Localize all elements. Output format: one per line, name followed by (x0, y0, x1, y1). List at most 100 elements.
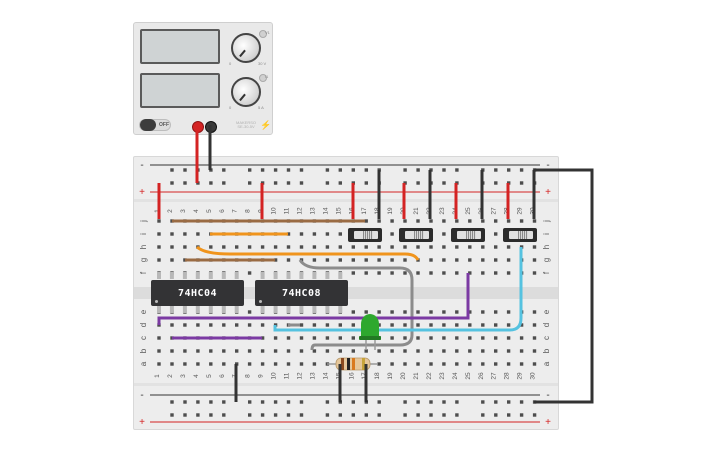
breadboard-hole[interactable] (455, 323, 459, 327)
breadboard-hole[interactable] (170, 181, 174, 185)
ground-loop-wire[interactable] (534, 168, 594, 404)
breadboard-hole[interactable] (416, 271, 420, 275)
breadboard-hole[interactable] (532, 271, 537, 275)
breadboard-hole[interactable] (532, 310, 537, 314)
breadboard-hole[interactable] (507, 413, 511, 417)
breadboard-hole[interactable] (312, 245, 317, 249)
breadboard-hole[interactable] (183, 323, 187, 327)
breadboard-hole[interactable] (494, 362, 498, 366)
breadboard-hole[interactable] (196, 232, 200, 236)
breadboard-hole[interactable] (442, 323, 446, 327)
breadboard-hole[interactable] (532, 349, 537, 353)
breadboard-hole[interactable] (442, 181, 446, 185)
breadboard-hole[interactable] (247, 323, 252, 327)
breadboard-hole[interactable] (494, 400, 498, 404)
breadboard-hole[interactable] (273, 245, 278, 249)
breadboard-hole[interactable] (519, 336, 524, 340)
breadboard-hole[interactable] (506, 349, 511, 353)
breadboard-hole[interactable] (416, 219, 420, 223)
breadboard-hole[interactable] (429, 323, 433, 327)
chip-74hc08[interactable]: 74HC08 (255, 280, 348, 306)
breadboard-hole[interactable] (442, 245, 446, 249)
breadboard-hole[interactable] (338, 413, 342, 417)
breadboard-hole[interactable] (442, 400, 446, 404)
breadboard-hole[interactable] (442, 258, 446, 262)
breadboard-hole[interactable] (312, 336, 317, 340)
breadboard-hole[interactable] (286, 258, 291, 262)
breadboard-hole[interactable] (494, 271, 498, 275)
breadboard-hole[interactable] (299, 323, 304, 327)
breadboard-hole[interactable] (416, 413, 420, 417)
chip-74hc04[interactable]: 74HC04 (151, 280, 244, 306)
breadboard-hole[interactable] (494, 232, 498, 236)
breadboard-hole[interactable] (364, 245, 368, 249)
breadboard-hole[interactable] (390, 271, 394, 275)
breadboard-hole[interactable] (183, 245, 187, 249)
breadboard-hole[interactable] (468, 271, 472, 275)
breadboard-hole[interactable] (157, 219, 161, 223)
breadboard-hole[interactable] (429, 245, 433, 249)
cyan-wire[interactable] (273, 247, 523, 332)
breadboard-hole[interactable] (481, 362, 485, 366)
breadboard-hole[interactable] (312, 232, 317, 236)
breadboard-hole[interactable] (170, 258, 174, 262)
breadboard-hole[interactable] (170, 349, 174, 353)
breadboard-hole[interactable] (494, 245, 498, 249)
breadboard-hole[interactable] (183, 181, 187, 185)
breadboard-hole[interactable] (506, 258, 511, 262)
breadboard-hole[interactable] (170, 245, 174, 249)
breadboard-hole[interactable] (273, 413, 278, 417)
breadboard-hole[interactable] (299, 168, 304, 172)
breadboard-hole[interactable] (519, 168, 524, 172)
power-switch[interactable]: OFF (139, 119, 171, 131)
breadboard-hole[interactable] (416, 349, 420, 353)
breadboard-hole[interactable] (442, 168, 446, 172)
breadboard-hole[interactable] (222, 413, 226, 417)
breadboard-hole[interactable] (183, 349, 187, 353)
breadboard-hole[interactable] (222, 362, 226, 366)
breadboard-hole[interactable] (403, 413, 407, 417)
breadboard-hole[interactable] (170, 168, 174, 172)
breadboard-hole[interactable] (532, 258, 537, 262)
breadboard-hole[interactable] (429, 219, 433, 223)
breadboard-hole[interactable] (183, 168, 187, 172)
breadboard-hole[interactable] (157, 245, 161, 249)
breadboard-hole[interactable] (403, 258, 407, 262)
breadboard-hole[interactable] (481, 349, 485, 353)
orange-wire[interactable] (196, 245, 420, 261)
breadboard-hole[interactable] (455, 245, 459, 249)
breadboard-hole[interactable] (222, 349, 226, 353)
breadboard-hole[interactable] (481, 271, 485, 275)
breadboard-hole[interactable] (532, 245, 537, 249)
breadboard-hole[interactable] (325, 245, 330, 249)
breadboard-hole[interactable] (519, 400, 524, 404)
breadboard-hole[interactable] (338, 232, 342, 236)
breadboard-hole[interactable] (222, 181, 226, 185)
breadboard-hole[interactable] (468, 258, 472, 262)
breadboard-hole[interactable] (351, 349, 355, 353)
breadboard-hole[interactable] (494, 413, 498, 417)
breadboard-hole[interactable] (532, 323, 537, 327)
breadboard-hole[interactable] (209, 413, 213, 417)
breadboard-hole[interactable] (209, 362, 213, 366)
breadboard-hole[interactable] (338, 336, 342, 340)
breadboard-hole[interactable] (494, 336, 498, 340)
breadboard-hole[interactable] (481, 258, 485, 262)
breadboard-hole[interactable] (403, 400, 407, 404)
breadboard-hole[interactable] (248, 413, 252, 417)
breadboard-hole[interactable] (506, 271, 511, 275)
breadboard-hole[interactable] (442, 310, 446, 314)
breadboard-hole[interactable] (481, 323, 485, 327)
breadboard-hole[interactable] (247, 245, 252, 249)
breadboard-hole[interactable] (506, 323, 511, 327)
breadboard-hole[interactable] (157, 349, 161, 353)
breadboard-hole[interactable] (247, 349, 252, 353)
breadboard-hole[interactable] (235, 245, 239, 249)
breadboard-hole[interactable] (403, 336, 407, 340)
breadboard-hole[interactable] (377, 400, 381, 404)
breadboard-hole[interactable] (325, 336, 330, 340)
breadboard-hole[interactable] (519, 413, 524, 417)
breadboard-hole[interactable] (364, 310, 368, 314)
breadboard-hole[interactable] (338, 245, 342, 249)
breadboard-hole[interactable] (468, 323, 472, 327)
